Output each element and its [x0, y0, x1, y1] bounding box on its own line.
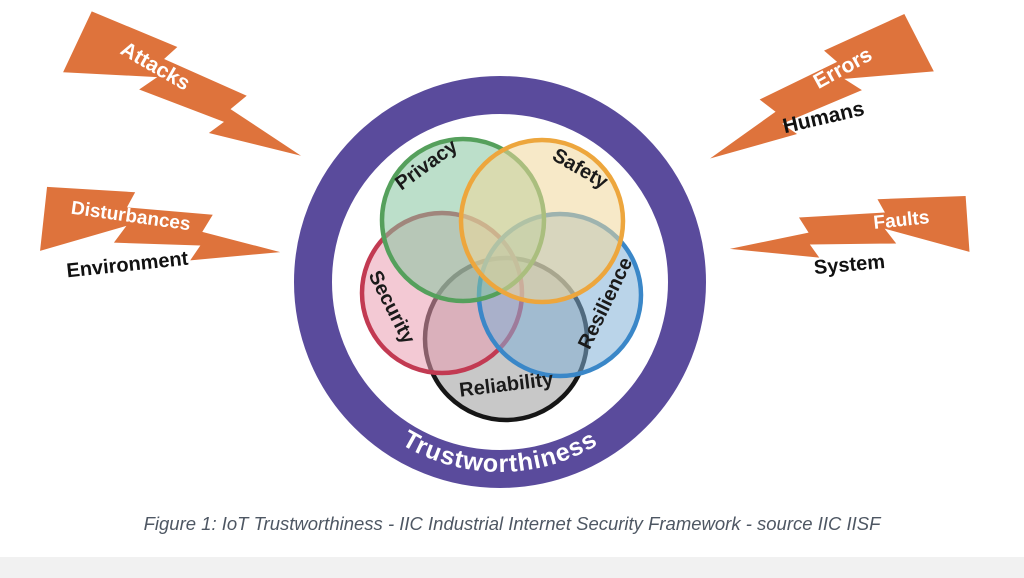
system-source-label: System	[813, 251, 886, 279]
environment-source-label: Environment	[65, 248, 189, 283]
figure-caption: Figure 1: IoT Trustworthiness - IIC Indu…	[143, 513, 881, 534]
safety-circle	[458, 137, 626, 305]
venn-circles	[359, 136, 644, 423]
attacks-bolt-icon	[61, 5, 320, 186]
errors-bolt-icon	[691, 8, 936, 187]
bottom-strip	[0, 557, 1024, 578]
trustworthiness-ring	[294, 76, 706, 488]
